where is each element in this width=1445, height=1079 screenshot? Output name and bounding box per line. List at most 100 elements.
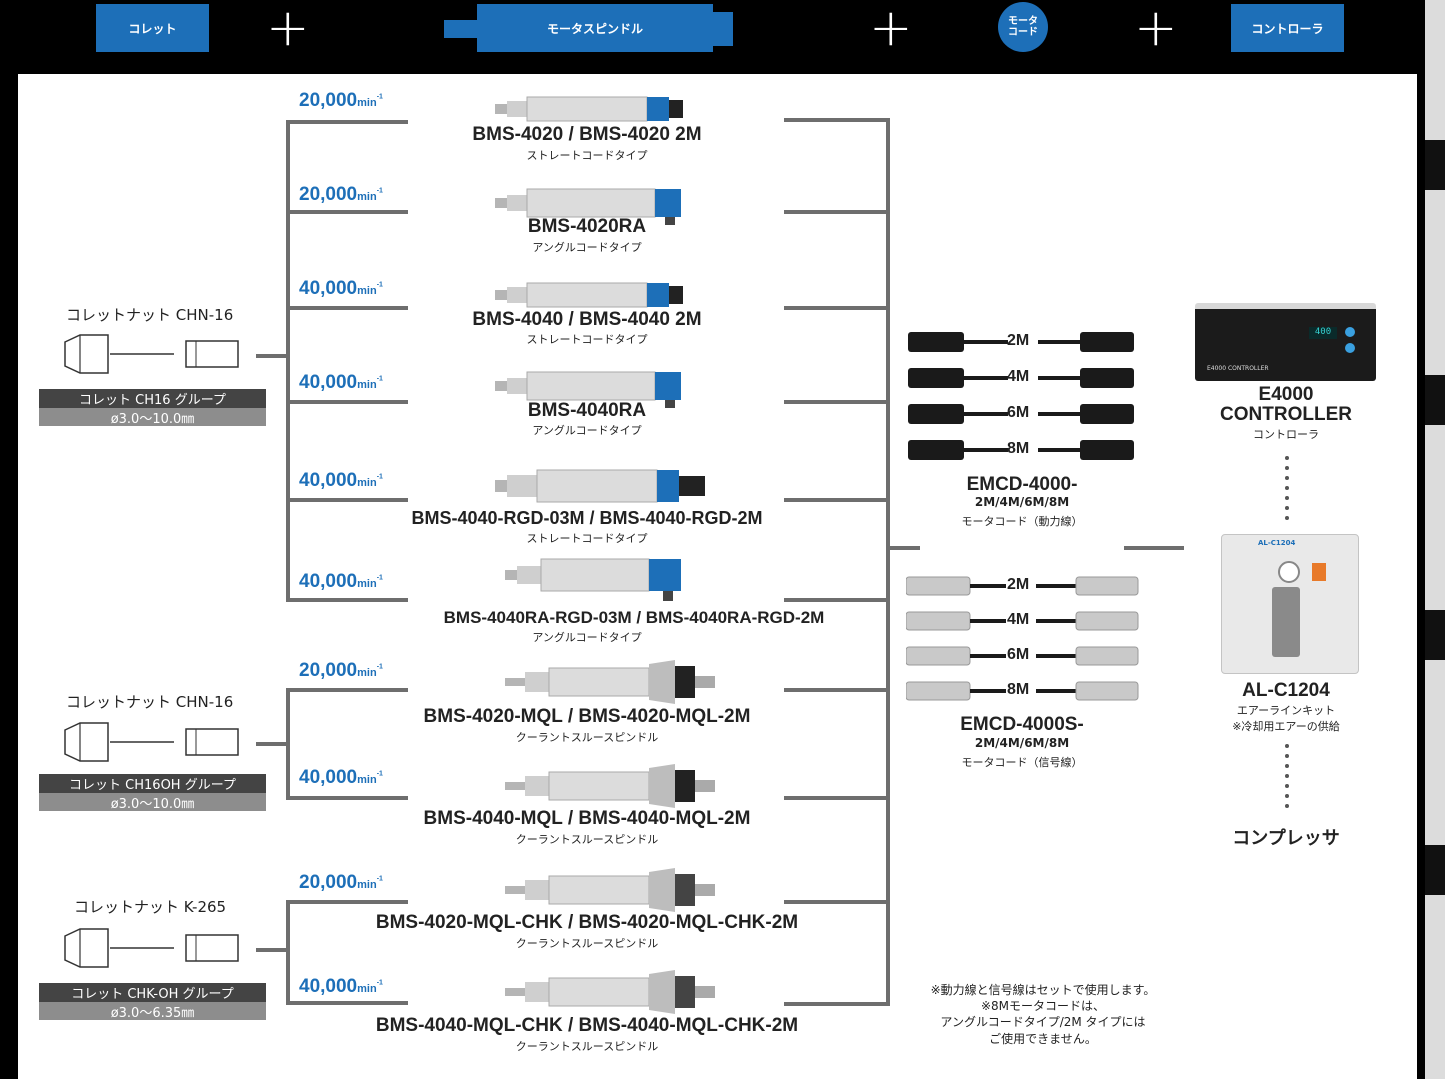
- connector-line: [784, 498, 890, 502]
- connector-line: [286, 498, 408, 502]
- edge-tab: [1425, 425, 1445, 610]
- spindle-type: ストレートコードタイプ: [526, 532, 648, 545]
- spindle-image: [505, 868, 715, 912]
- spindle-image: [505, 764, 715, 808]
- air-kit-model: AL-C1204: [1242, 680, 1330, 701]
- controller-desc: コントローラ: [1253, 428, 1319, 441]
- header-cord-circle: モータコード: [998, 2, 1048, 52]
- spindle-model: BMS-4040-RGD-03M / BMS-4040-RGD-2M: [411, 508, 763, 528]
- spindle-image: [495, 96, 683, 122]
- connector-line: [256, 742, 288, 746]
- spindle-image: [505, 660, 715, 704]
- edge-tab: [1425, 190, 1445, 375]
- connector-line: [286, 400, 408, 404]
- header-collet-label: コレット: [128, 21, 177, 36]
- speed-label: 20,000min-1: [299, 660, 383, 681]
- spindle-type: アングルコードタイプ: [532, 241, 642, 254]
- collet-group: コレット CH16OH グループ ø3.0～10.0㎜: [39, 774, 266, 812]
- connector-line: [784, 598, 890, 602]
- spindle-model: BMS-4040-MQL / BMS-4040-MQL-2M: [423, 808, 751, 829]
- collet-nut-label: コレットナット K-265: [74, 898, 227, 916]
- spindle-model: BMS-4020 / BMS-4020 2M: [472, 124, 702, 145]
- cable-length: 6M: [1007, 646, 1030, 663]
- spindle-image: [495, 188, 681, 225]
- header-spindle-label: モータスピンドル: [546, 21, 643, 36]
- right-edge-tabs: [1425, 0, 1445, 1079]
- collet-range: ø3.0～10.0㎜: [39, 408, 266, 427]
- air-kit-note: ※冷却用エアーの供給: [1232, 720, 1340, 733]
- plus-icon: +: [869, 0, 913, 58]
- controller-panel-label: E4000 CONTROLLER: [1207, 365, 1269, 372]
- usage-note: ※動力線と信号線はセットで使用します。 ※8Mモータコードは、 アングルコードタ…: [908, 982, 1178, 1047]
- dotted-connector: [1285, 764, 1289, 768]
- edge-tab: [1425, 895, 1445, 1079]
- dotted-connector: [1285, 466, 1289, 470]
- air-kit-image: AL-C1204: [1221, 534, 1359, 674]
- spindle-type: クーラントスルースピンドル: [515, 731, 659, 744]
- spindle-image: [495, 371, 681, 408]
- signal-cord-sizes: 2M/4M/6M/8M: [974, 736, 1070, 750]
- dotted-connector: [1285, 496, 1289, 500]
- controller-image: E4000 CONTROLLER 400: [1195, 303, 1376, 381]
- dotted-connector: [1285, 744, 1289, 748]
- collet-group-name: コレット CHK-OH グループ: [39, 983, 266, 1002]
- speed-label: 20,000min-1: [299, 184, 383, 205]
- collet-range: ø3.0～6.35㎜: [39, 1002, 266, 1021]
- spindle-image: [505, 970, 715, 1014]
- plus-icon: +: [266, 0, 310, 58]
- speed-label: 40,000min-1: [299, 278, 383, 299]
- connector-line: [886, 118, 890, 1006]
- controller-display: 400: [1309, 327, 1337, 339]
- dotted-connector: [1285, 774, 1289, 778]
- dotted-connector: [1285, 506, 1289, 510]
- collet-range: ø3.0～10.0㎜: [39, 793, 266, 812]
- connector-line: [784, 118, 890, 122]
- power-cord-model: EMCD-4000-: [966, 474, 1078, 495]
- air-kit-desc: エアーラインキット: [1236, 704, 1336, 717]
- air-kit-filter: [1272, 587, 1300, 657]
- collet-group: コレット CHK-OH グループ ø3.0～6.35㎜: [39, 983, 266, 1021]
- edge-tab: [1425, 660, 1445, 845]
- note-line: ※動力線と信号線はセットで使用します。: [930, 983, 1156, 997]
- connector-line: [784, 796, 890, 800]
- connector-line: [1124, 546, 1184, 550]
- spindle-type: アングルコードタイプ: [532, 631, 642, 644]
- connector-line: [784, 900, 890, 904]
- spindle-model: BMS-4040-MQL-CHK / BMS-4040-MQL-CHK-2M: [375, 1015, 799, 1036]
- speed-label: 20,000min-1: [299, 90, 383, 111]
- dotted-connector: [1285, 754, 1289, 758]
- collet-nut-icon: [64, 928, 239, 968]
- connector-line: [286, 210, 408, 214]
- spindle-model: BMS-4020RA: [527, 216, 647, 237]
- speed-label: 40,000min-1: [299, 976, 383, 997]
- spindle-type: ストレートコードタイプ: [526, 333, 648, 346]
- power-cord-desc: モータコード（動力線）: [961, 515, 1083, 528]
- connector-line: [256, 354, 288, 358]
- main-panel: [18, 74, 1417, 1079]
- dotted-connector: [1285, 476, 1289, 480]
- note-line: ※8Mモータコードは、: [980, 999, 1106, 1014]
- spindle-model: BMS-4020-MQL-CHK / BMS-4020-MQL-CHK-2M: [375, 912, 799, 933]
- header-cord-line2: コード: [1008, 27, 1038, 38]
- spindle-shape-right: [713, 12, 733, 46]
- connector-line: [286, 1001, 408, 1005]
- connector-line: [784, 1002, 890, 1006]
- cable-length: 8M: [1007, 681, 1030, 698]
- spindle-model: BMS-4040RA: [527, 400, 647, 421]
- dotted-connector: [1285, 486, 1289, 490]
- connector-line: [886, 546, 920, 550]
- collet-nut-label: コレットナット CHN-16: [66, 306, 234, 324]
- air-kit-valve: [1312, 563, 1326, 581]
- cable-length: 4M: [1007, 611, 1030, 628]
- cable-length: 2M: [1007, 332, 1030, 349]
- cable-length: 2M: [1007, 576, 1030, 593]
- dotted-connector: [1285, 794, 1289, 798]
- signal-cord-icon: [906, 576, 1139, 701]
- signal-cord-model: EMCD-4000S-: [960, 714, 1084, 735]
- speed-label: 40,000min-1: [299, 372, 383, 393]
- controller-model: E4000: [1258, 384, 1314, 405]
- collet-nut-label: コレットナット CHN-16: [66, 693, 234, 711]
- spindle-type: クーラントスルースピンドル: [515, 1040, 659, 1053]
- cable-length: 6M: [1007, 404, 1030, 421]
- header-collet-box: コレット: [96, 4, 209, 52]
